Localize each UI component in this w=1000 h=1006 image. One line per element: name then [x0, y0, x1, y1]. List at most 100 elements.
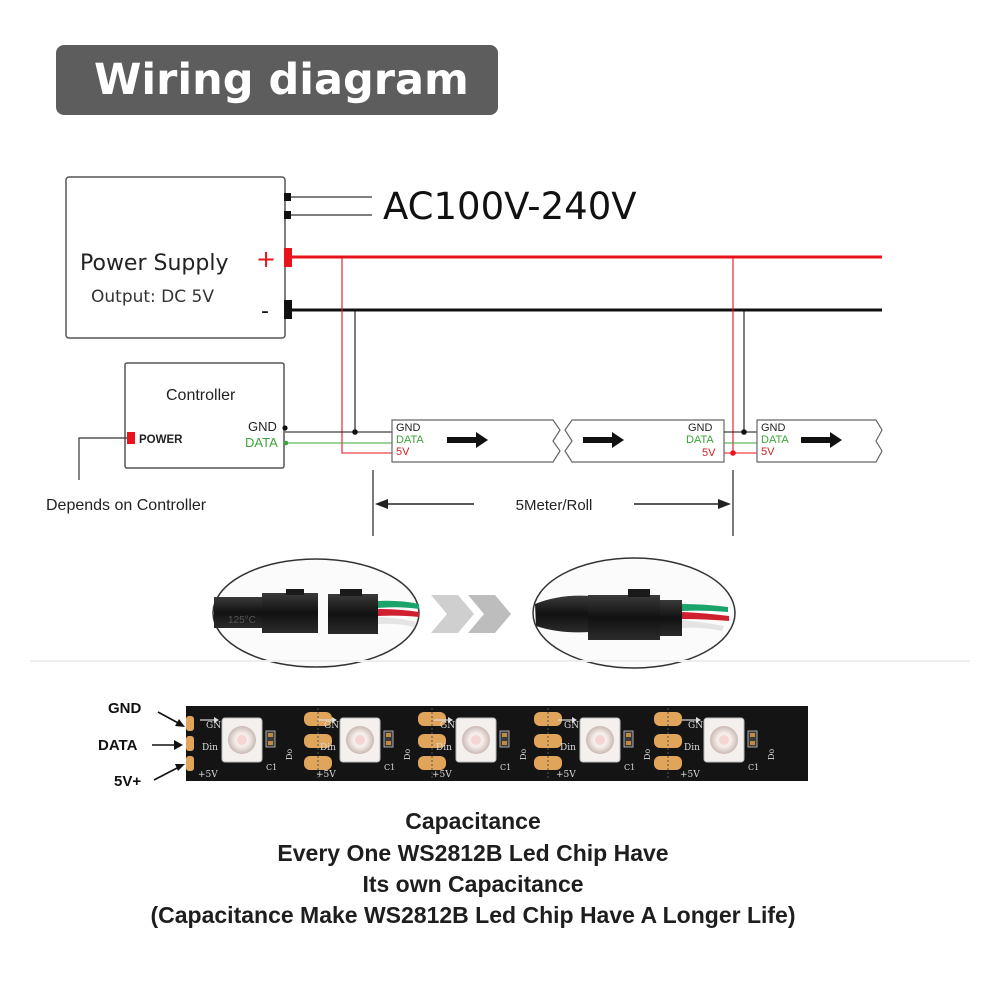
solder-pad: [186, 736, 194, 751]
solder-pad: [534, 756, 562, 770]
caption-line-1: Capacitance: [405, 808, 541, 834]
caption-line-2: Every One WS2812B Led Chip Have: [277, 840, 669, 866]
length-label: 5Meter/Roll: [516, 497, 593, 514]
pad-do-label: Do: [403, 749, 412, 760]
controller-power-lead: [78, 437, 127, 480]
pad-do-label: Do: [643, 749, 652, 760]
led-die: [355, 735, 365, 745]
pin-label-gnd: GND: [108, 700, 142, 717]
strip3-gnd: GND: [761, 422, 786, 434]
connector-photo-plugged: [532, 557, 736, 669]
flow-arrow-head: [696, 717, 701, 723]
strip2-data: DATA: [686, 434, 714, 446]
ac-terminal-2: [284, 211, 291, 219]
solder-pad: [304, 756, 332, 770]
solder-pad: [418, 712, 446, 726]
tap-5v-1: [341, 257, 392, 454]
negative-terminal: [284, 300, 292, 319]
solder-pad: [534, 712, 562, 726]
capacitor-terminal: [268, 741, 273, 745]
flow-arrow-head: [448, 717, 453, 723]
strip-segment-2: [564, 419, 725, 463]
pad-5v-label: +5V: [680, 770, 700, 780]
capacitor-terminal: [268, 733, 273, 737]
capacitor-terminal: [626, 733, 631, 737]
flow-arrow-head: [572, 717, 577, 723]
chevron-right-icon: [431, 595, 511, 633]
pad-do-label: Do: [519, 749, 528, 760]
pad-c1-label: C1: [500, 763, 511, 772]
controller-power-label: POWER: [139, 434, 183, 446]
pad-din-label: Din: [202, 743, 218, 753]
ac-terminal-1: [284, 193, 291, 201]
page-title: Wiring diagram: [56, 45, 498, 115]
caption-line-4: (Capacitance Make WS2812B Led Chip Have …: [150, 902, 796, 928]
capacitor: [383, 730, 394, 748]
capacitor-terminal: [750, 733, 755, 737]
pad-din-label: Din: [320, 743, 336, 753]
controller-gnd-label: GND: [248, 419, 277, 434]
solder-pad: [654, 756, 682, 770]
pad-c1-label: C1: [748, 763, 759, 772]
capacitor: [499, 730, 510, 748]
negative-sign: -: [261, 299, 269, 324]
solder-pad: [186, 716, 194, 731]
positive-sign: +: [256, 245, 276, 273]
capacitor: [623, 730, 634, 748]
connector-rating: 125°C: [228, 615, 256, 626]
capacitor-terminal: [502, 741, 507, 745]
capacitor: [265, 730, 276, 748]
pad-c1-label: C1: [384, 763, 395, 772]
controller-label: Controller: [166, 387, 236, 404]
pad-din-label: Din: [436, 743, 452, 753]
solder-pad: [418, 756, 446, 770]
pad-c1-label: C1: [624, 763, 635, 772]
pad-5v-label: +5V: [556, 770, 576, 780]
led-die: [719, 735, 729, 745]
pad-5v-label: +5V: [198, 770, 218, 780]
pad-gnd-label: GND: [206, 721, 228, 731]
power-supply-output: Output: DC 5V: [91, 287, 214, 307]
flow-arrow-head: [214, 717, 219, 723]
led-strip-units: GND Din +5V C1 Do GND Din +5V C1 Do GND Din +5V C1 Do G…: [186, 708, 776, 780]
controller-box: [124, 362, 285, 469]
arrow-5v: [153, 766, 180, 781]
arrow-icon: [447, 432, 488, 448]
pad-din-label: Din: [684, 743, 700, 753]
pin-label-5v: 5V+: [114, 773, 141, 790]
pad-gnd-label: GND: [688, 721, 710, 731]
strip2-5v: 5V: [702, 447, 716, 459]
led-die: [595, 735, 605, 745]
pad-gnd-label: GND: [324, 721, 346, 731]
positive-terminal: [284, 248, 292, 267]
pad-5v-label: +5V: [316, 770, 336, 780]
capacitor: [747, 730, 758, 748]
flow-arrow-head: [332, 717, 337, 723]
solder-pad: [304, 712, 332, 726]
arrow-icon: [583, 432, 624, 448]
capacitor-terminal: [502, 733, 507, 737]
tap-5v-2: [732, 257, 757, 454]
led-die: [237, 735, 247, 745]
capacitor-terminal: [386, 741, 391, 745]
pad-gnd-label: GND: [440, 721, 462, 731]
arrow-gnd: [157, 711, 181, 725]
strip1-gnd: GND: [396, 422, 421, 434]
controller-note: Depends on Controller: [46, 497, 207, 514]
controller-power-port: [127, 432, 135, 444]
pad-do-label: Do: [285, 749, 294, 760]
strip2-gnd: GND: [688, 422, 713, 434]
pad-c1-label: C1: [266, 763, 277, 772]
tap-gnd-2: [743, 310, 757, 433]
led-die: [471, 735, 481, 745]
pad-gnd-label: GND: [564, 721, 586, 731]
pin-label-data: DATA: [98, 737, 138, 754]
arrow-icon: [801, 432, 842, 448]
connector-photo-unplugged: 125°C: [212, 558, 420, 668]
capacitor-terminal: [626, 741, 631, 745]
strip1-5v: 5V: [396, 446, 410, 458]
strip3-data: DATA: [761, 434, 789, 446]
strip1-data: DATA: [396, 434, 424, 446]
tap-gnd-1: [354, 310, 392, 433]
